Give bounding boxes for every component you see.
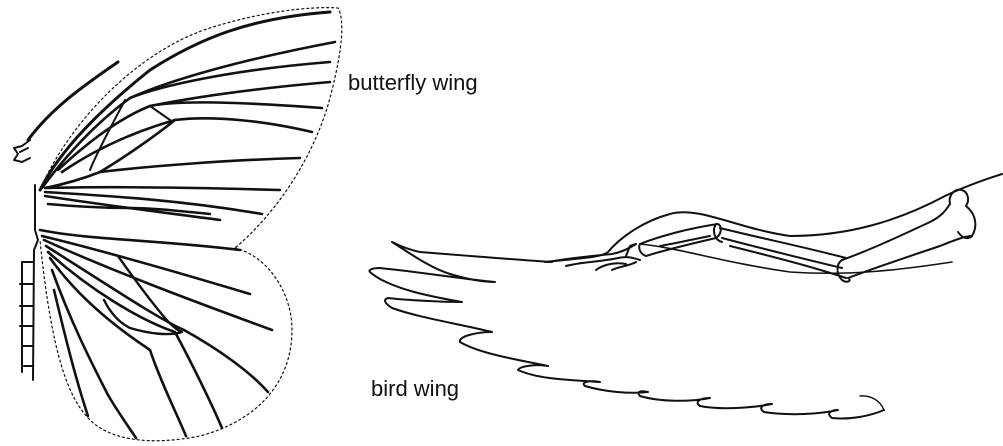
butterfly-wing	[14, 8, 342, 441]
abdomen-segments	[20, 262, 33, 372]
forewing-veins	[42, 42, 335, 220]
hindwing-cell	[104, 256, 182, 334]
butterfly-head	[14, 140, 30, 162]
butterfly-antenna	[28, 62, 118, 140]
bird-wing	[369, 174, 1002, 419]
butterfly-body	[33, 185, 38, 380]
butterfly-wing-label: butterfly wing	[348, 72, 478, 94]
bird-wing-label: bird wing	[371, 378, 459, 400]
feather-lower-edge	[860, 396, 884, 410]
